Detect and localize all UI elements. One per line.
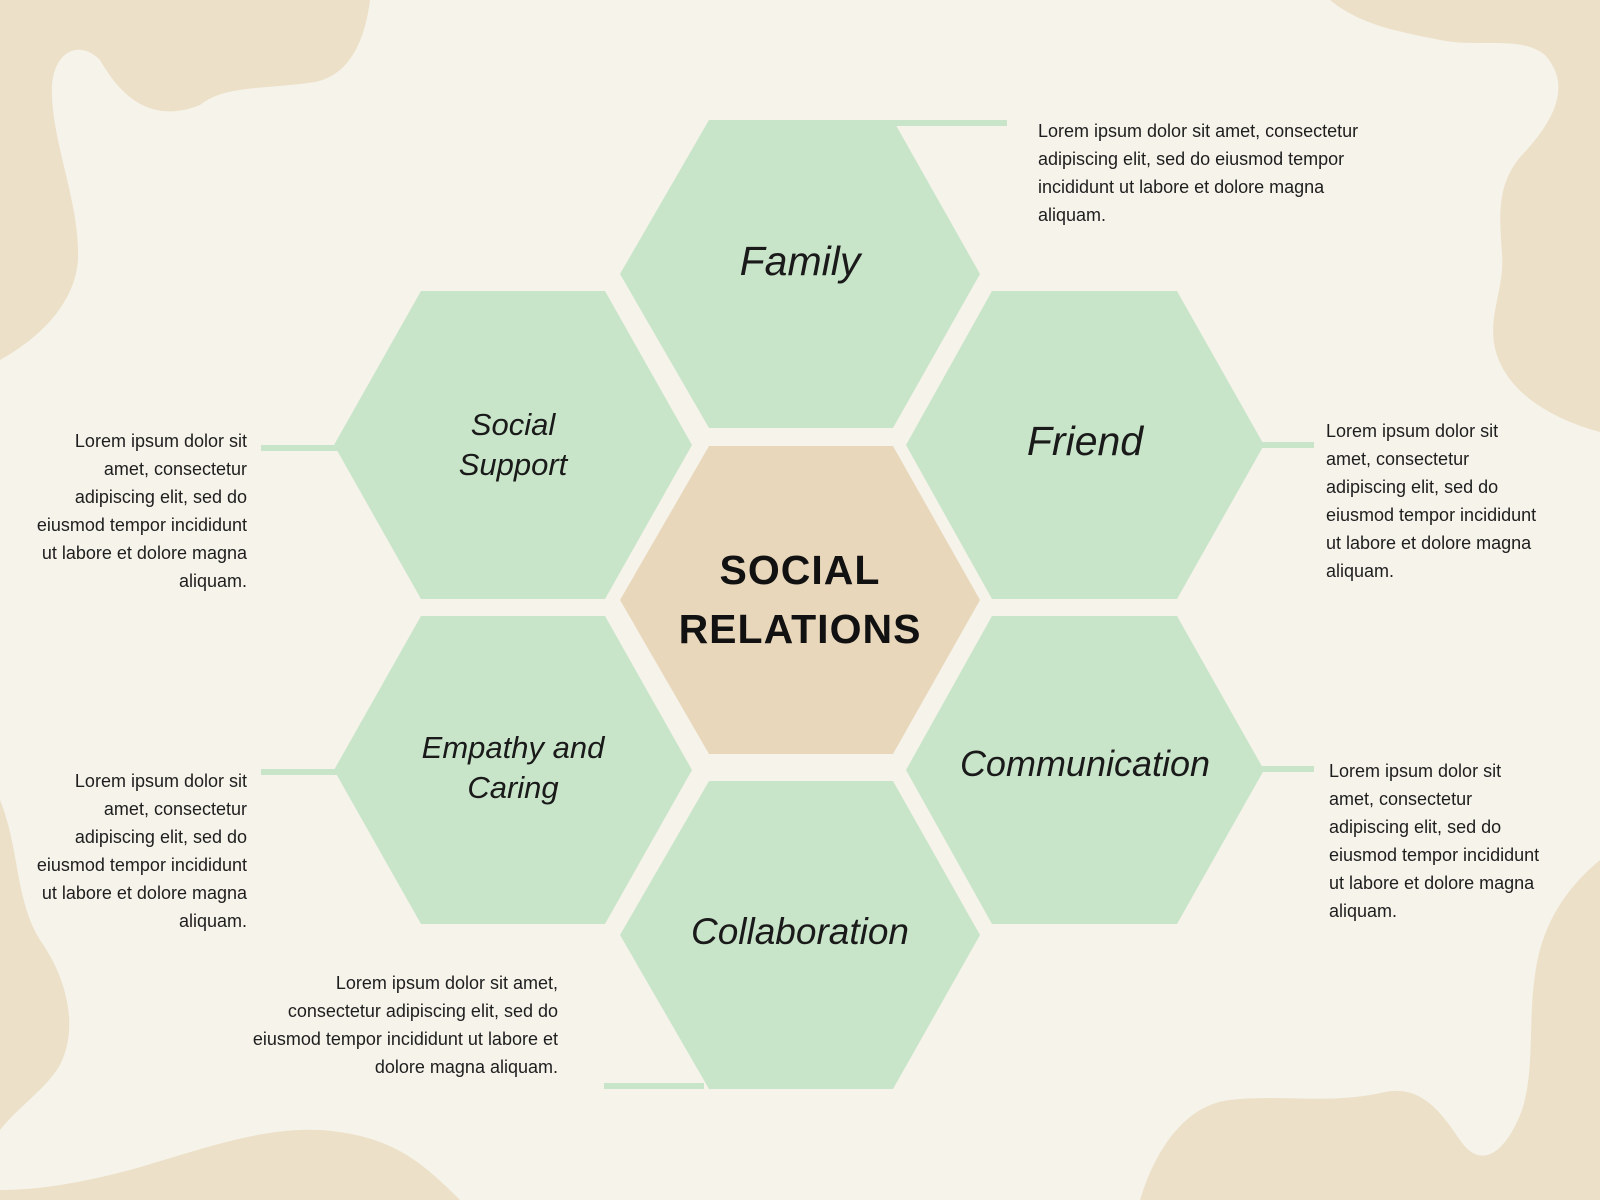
label-collaboration-text: Collaboration — [690, 910, 910, 952]
description-communication: Lorem ipsum dolor sit amet, consectetur … — [1329, 761, 1540, 921]
label-social-support-line1: Social — [470, 406, 556, 442]
label-social-support-line2: Support — [458, 447, 568, 482]
connector-social-support — [261, 445, 339, 451]
description-family: Lorem ipsum dolor sit amet, consectetur … — [1038, 121, 1359, 225]
center-title-line1: SOCIAL — [719, 546, 881, 593]
blob-bottom-left — [0, 800, 70, 1130]
hex-family — [620, 120, 980, 428]
blob-top-left — [0, 0, 370, 360]
hex-collaboration — [620, 781, 980, 1089]
label-communication: Communication — [925, 734, 1245, 794]
hex-communication — [906, 616, 1264, 924]
center-title: SOCIAL RELATIONS — [640, 535, 960, 665]
connector-collaboration — [604, 1083, 704, 1089]
label-communication-text: Communication — [959, 742, 1211, 784]
label-family-text: Family — [739, 238, 861, 285]
label-friend-text: Friend — [1026, 418, 1144, 465]
description-social-support: Lorem ipsum dolor sit amet, consectetur … — [36, 431, 247, 591]
connector-friend — [1262, 442, 1314, 448]
label-family: Family — [640, 230, 960, 294]
blob-top-right — [1330, 0, 1600, 432]
connector-family — [893, 120, 1007, 126]
label-collaboration: Collaboration — [640, 902, 960, 962]
label-empathy: Empathy and Caring — [343, 720, 683, 816]
label-empathy-line1: Empathy and — [421, 729, 605, 765]
connector-empathy — [261, 769, 339, 775]
connector-communication — [1262, 766, 1314, 772]
hex-social-support — [334, 291, 692, 599]
description-empathy: Lorem ipsum dolor sit amet, consectetur … — [36, 771, 247, 931]
hex-empathy — [334, 616, 692, 924]
description-collaboration: Lorem ipsum dolor sit amet, consectetur … — [252, 973, 558, 1077]
label-friend: Friend — [925, 410, 1245, 474]
blob-bottom-right — [1140, 860, 1600, 1200]
connector-lines — [261, 120, 1314, 1089]
label-empathy-line2: Caring — [467, 770, 559, 805]
hex-center — [620, 446, 980, 754]
blob-bottom-left-lower — [0, 1129, 460, 1200]
description-friend: Lorem ipsum dolor sit amet, consectetur … — [1326, 421, 1537, 581]
hex-friend — [906, 291, 1264, 599]
label-social-support: Social Support — [353, 397, 673, 493]
center-title-line2: RELATIONS — [678, 606, 922, 652]
